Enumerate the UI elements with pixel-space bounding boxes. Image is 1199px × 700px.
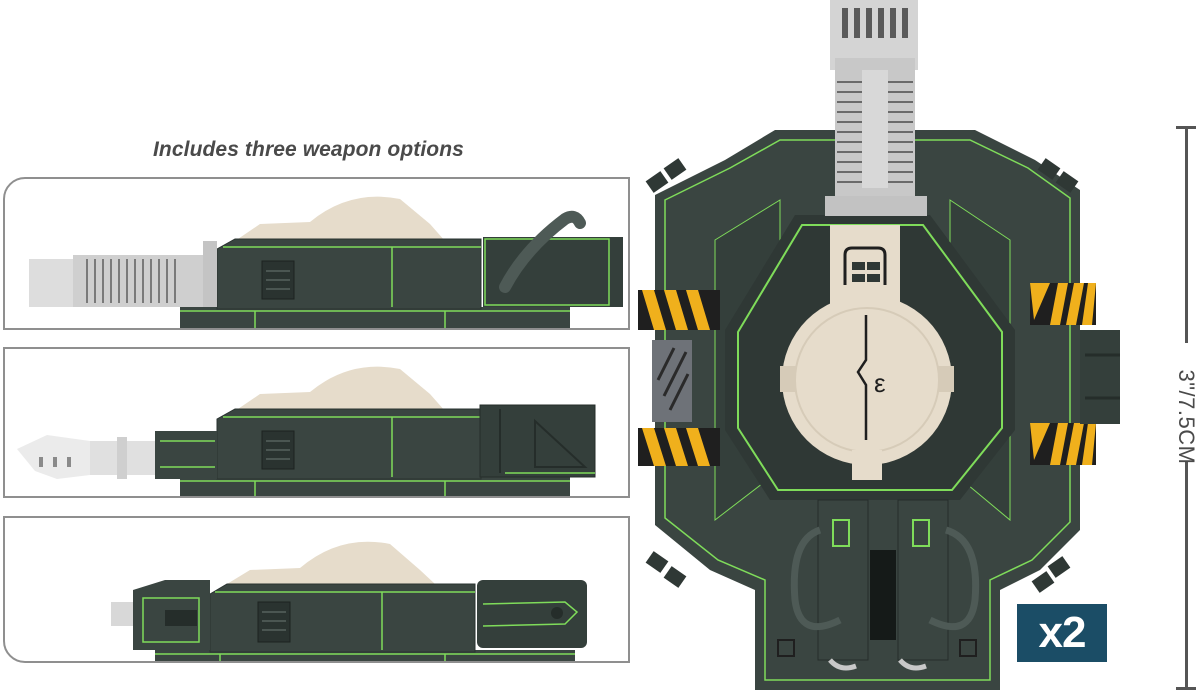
weapon-option-panel-1 (3, 177, 630, 330)
hazard-stripe-left-top (638, 290, 720, 330)
height-measurement-bar (1176, 126, 1196, 690)
turret-long-barrel-image (29, 196, 623, 328)
hazard-stripe-right-top (1030, 283, 1096, 325)
caption: Includes three weapon options (153, 138, 464, 161)
hazard-stripe-left-bottom (638, 428, 720, 466)
svg-text:ε: ε (874, 368, 886, 398)
weapon-option-panel-3 (3, 516, 630, 663)
hazard-stripe-right-bottom (1030, 423, 1096, 465)
weapon-option-panel-2 (3, 347, 630, 498)
measurement-cap-bottom (1176, 687, 1196, 690)
measurement-line-bottom (1185, 462, 1188, 690)
quantity-badge: x2 (1017, 604, 1107, 662)
turret-compact-weapon-image (111, 541, 587, 661)
turret-claw-barrel-image (17, 366, 596, 496)
main-model-top-view: ε (638, 0, 1120, 690)
measurement-line-top (1185, 126, 1188, 343)
measurement-label: 3"/7.5CM (1174, 369, 1199, 465)
